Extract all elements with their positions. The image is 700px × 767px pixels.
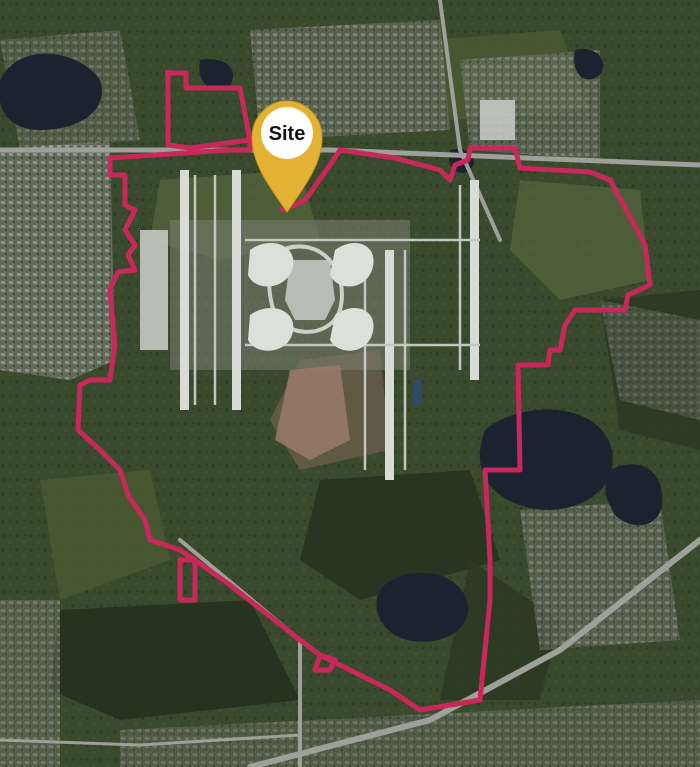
water-bodies (0, 49, 663, 642)
airport-complex (140, 100, 515, 480)
site-marker-label: Site (269, 123, 306, 145)
site-marker-label-bg (261, 107, 313, 159)
site-boundary (75, 70, 653, 713)
site-marker-pin[interactable]: Site (251, 100, 323, 213)
